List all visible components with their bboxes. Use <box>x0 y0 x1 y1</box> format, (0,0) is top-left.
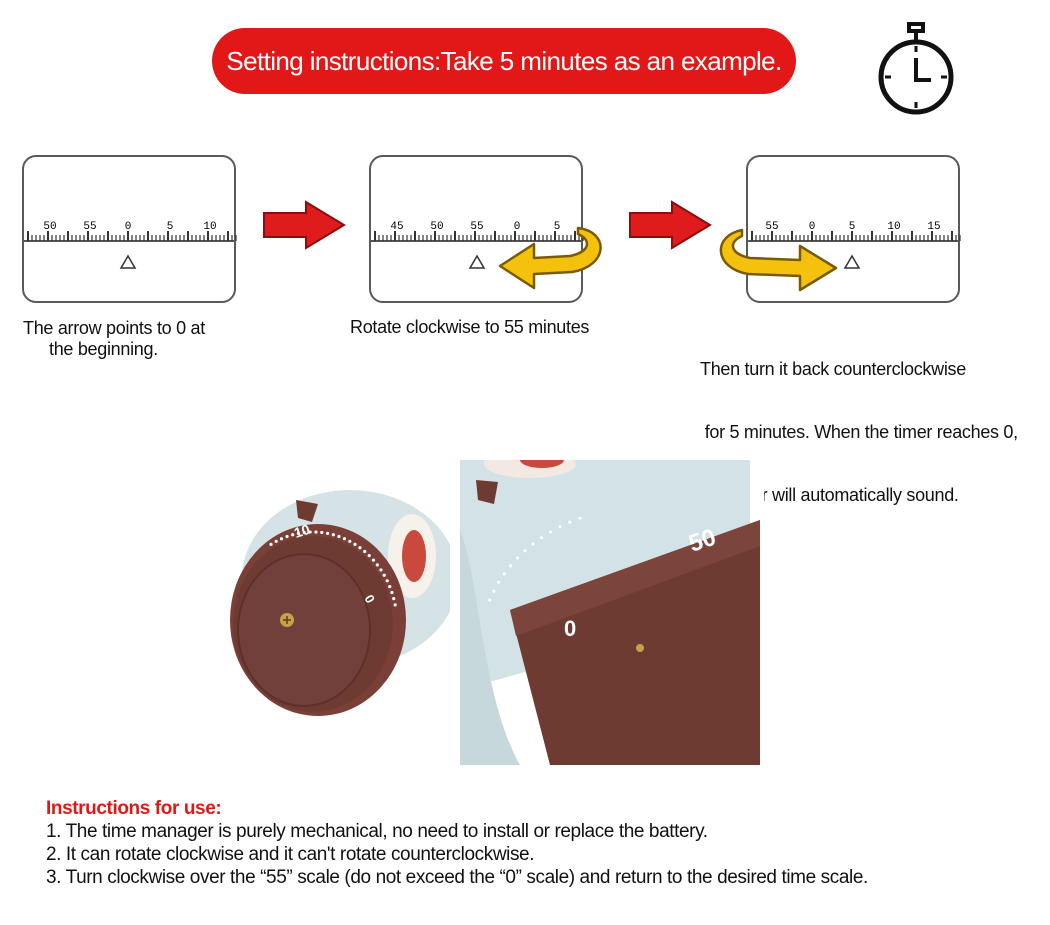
scale-label: 45 <box>390 221 403 233</box>
scale-label: 10 <box>887 221 900 233</box>
dial-dot <box>558 525 562 529</box>
dial-panel-step3: 55 0 5 10 15 <box>746 155 961 303</box>
scale-label: 0 <box>125 221 132 233</box>
scale-label: 5 <box>849 221 856 233</box>
scale-label: 55 <box>765 221 778 233</box>
dial-dot <box>523 549 527 553</box>
dial-dot <box>308 530 312 534</box>
timer-photo-right: 50 0 <box>460 460 764 765</box>
dial-dot <box>390 590 394 595</box>
dial-dot <box>302 530 306 535</box>
dial-dot <box>296 531 301 535</box>
instructions-banner: Setting instructions:Take 5 minutes as a… <box>212 28 796 94</box>
dial-dot <box>291 533 295 537</box>
instruction-item: 1. The time manager is purely mechanical… <box>46 821 708 842</box>
scale-label: 55 <box>470 221 483 233</box>
dial-dot <box>492 589 496 593</box>
dial-dot <box>515 556 520 560</box>
scale-label: 10 <box>203 221 216 233</box>
dial-dot <box>363 549 367 554</box>
dial-dot <box>382 573 386 577</box>
dial-dot <box>320 530 324 535</box>
pointer-triangle-icon <box>468 254 486 269</box>
dial-dot <box>393 603 397 607</box>
dial-dot <box>508 564 513 568</box>
dial-dot <box>531 542 535 546</box>
dial-dot <box>279 537 284 541</box>
dial-dot <box>548 530 553 534</box>
dial-dot <box>367 554 371 558</box>
dial-dot <box>337 534 341 539</box>
dial-dot <box>488 598 492 602</box>
scale-label: 0 <box>514 221 521 233</box>
instructions-title: Instructions for use: <box>46 798 222 819</box>
instructions-section: Instructions for use: 1. The time manage… <box>46 797 868 889</box>
dial-dot <box>348 539 352 543</box>
timer-photo-left: 10 0 <box>200 460 450 765</box>
scale-label: 50 <box>430 221 443 233</box>
dial-dot <box>285 534 289 539</box>
dial-panel-step2: 45 50 55 0 5 <box>369 155 584 303</box>
dial-dot <box>325 531 330 535</box>
scale-label: 5 <box>554 221 561 233</box>
instruction-item: 3. Turn clockwise over the “55” scale (d… <box>46 867 868 888</box>
dial-dot <box>388 584 392 589</box>
red-right-arrow-icon <box>629 200 712 250</box>
dial-number: 10 <box>292 521 312 541</box>
dial-dot <box>331 533 335 537</box>
dial-dot <box>274 539 278 543</box>
dial-number: 0 <box>564 616 576 641</box>
dial-dot <box>578 516 582 520</box>
dial-dot <box>358 546 362 550</box>
dial-panel-step1: 50 55 0 5 10 <box>22 155 237 303</box>
dial-dot <box>539 536 544 540</box>
dial-dot <box>353 542 357 546</box>
dial-dot <box>314 530 318 534</box>
step3-caption: Then turn it back counterclockwise for 5… <box>700 359 1018 505</box>
red-right-arrow-icon <box>263 200 346 250</box>
instruction-item: 2. It can rotate clockwise and it can't … <box>46 844 535 865</box>
dial-dot <box>379 568 383 572</box>
dial-dot <box>497 580 501 584</box>
dial-dot <box>385 579 389 583</box>
scale-label: 5 <box>167 221 174 233</box>
scale-label: 50 <box>43 221 56 233</box>
step1-caption: The arrow points to 0 at the beginning. <box>23 318 205 359</box>
step2-caption: Rotate clockwise to 55 minutes <box>350 317 590 337</box>
yellow-curved-arrow-right-icon <box>719 228 838 292</box>
dial-dot <box>342 537 347 541</box>
dial-dot <box>375 563 379 567</box>
dial-dot <box>502 572 506 576</box>
pointer-triangle-icon <box>843 254 861 269</box>
scale-label: 55 <box>83 221 96 233</box>
scale-label: 0 <box>809 221 816 233</box>
banner-text: Setting instructions:Take 5 minutes as a… <box>226 45 782 76</box>
yellow-curved-arrow-left-icon <box>498 226 602 290</box>
pointer-triangle-icon <box>119 254 137 269</box>
dial-dot <box>269 542 273 546</box>
stopwatch-icon <box>878 22 954 115</box>
dial-dot <box>371 558 376 562</box>
dial-dot <box>392 597 396 601</box>
scale-label: 15 <box>927 221 940 233</box>
dial-dot <box>568 520 572 524</box>
